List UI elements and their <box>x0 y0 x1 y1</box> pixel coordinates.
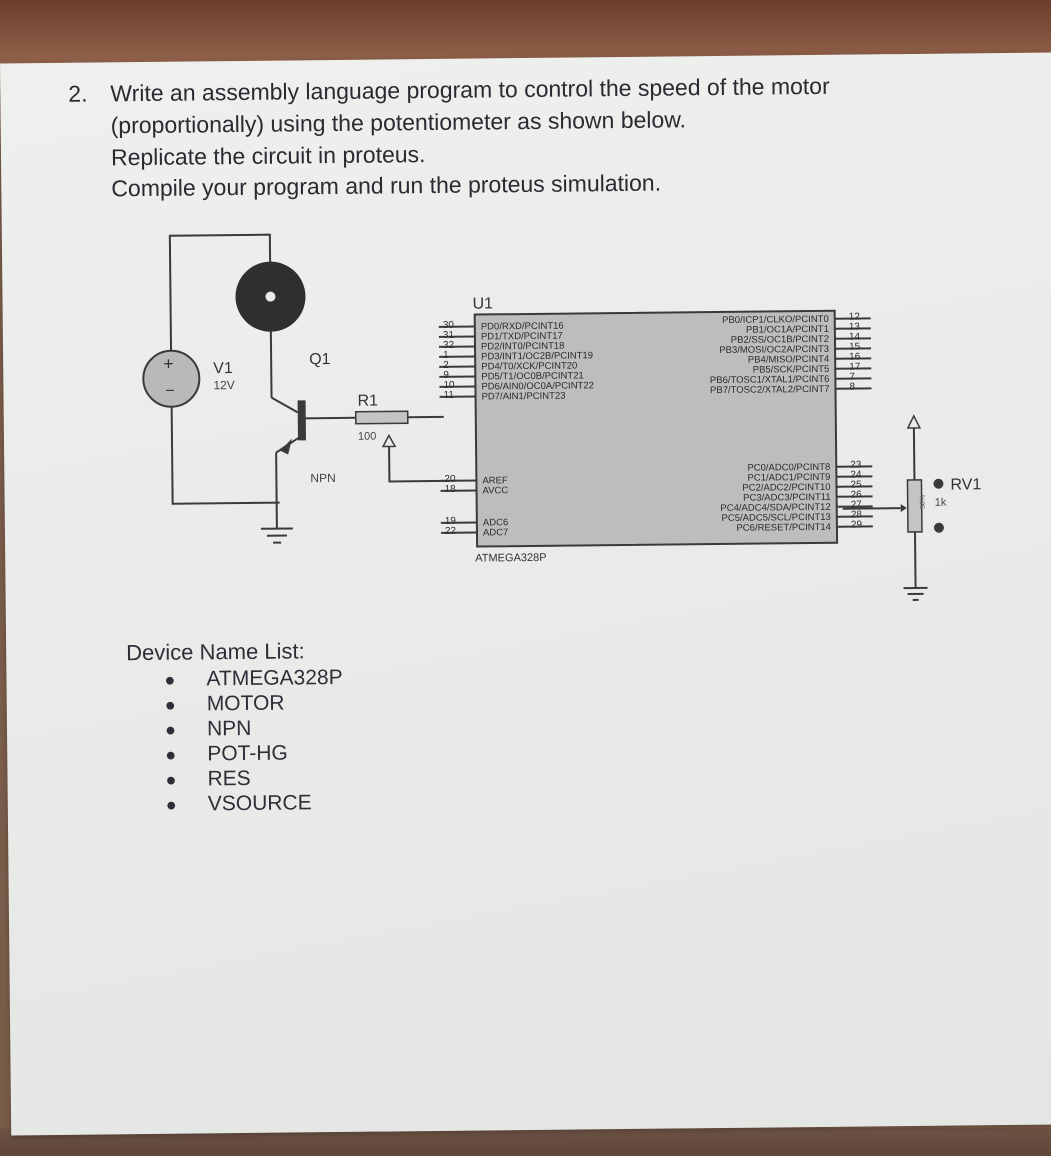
paper-sheet: 2. Write an assembly language program to… <box>0 52 1051 1136</box>
pin-number: 10 <box>443 380 455 391</box>
list-item: ●NPN <box>164 716 252 741</box>
pin-label: PB4/MISO/PCINT4 <box>748 354 829 366</box>
pin-label: PC0/ADC0/PCINT8 <box>747 462 830 474</box>
npn-transistor-q1: Q1 NPN <box>280 351 336 485</box>
ground-icon-pot <box>903 586 928 601</box>
pin-label: PB3/MOSI/OC2A/PCINT3 <box>719 344 829 356</box>
pin-label: PB6/TOSC1/XTAL1/PCINT6 <box>710 374 830 386</box>
pin-number: 29 <box>851 519 863 530</box>
pin-label: PC4/ADC4/SDA/PCINT12 <box>720 502 830 514</box>
ground-icon <box>260 527 293 544</box>
source-ref: V1 <box>213 360 233 377</box>
pin-number: 20 <box>444 474 456 485</box>
source-value: 12V <box>213 378 235 392</box>
pin-label: PC3/ADC3/PCINT11 <box>743 492 831 504</box>
pin-label: PC2/ADC2/PCINT10 <box>742 482 830 494</box>
device-list-title: Device Name List: <box>126 638 305 666</box>
pin-label: PD3/INT1/OC2B/PCINT19 <box>481 350 593 362</box>
pin-label: PD5/T1/OC0B/PCINT21 <box>481 370 584 382</box>
mcu-ref: U1 <box>472 295 493 312</box>
transistor-type: NPN <box>310 471 335 485</box>
pin-label: PB1/OC1A/PCINT1 <box>746 324 829 336</box>
pin-label: PB0/ICP1/CLKO/PCINT0 <box>722 314 829 326</box>
pin-label: PB2/SS/OC1B/PCINT2 <box>731 334 829 346</box>
pin-number: 32 <box>443 340 455 351</box>
resistor-value: 100 <box>358 431 376 443</box>
pin-label: PC5/ADC5/SCL/PCINT13 <box>721 512 830 524</box>
pin-label: PD1/TXD/PCINT17 <box>481 331 563 343</box>
source-minus: − <box>165 383 175 400</box>
pin-label: ADC6 <box>483 517 508 528</box>
list-item: ●ATMEGA328P <box>164 665 343 691</box>
pin-number: 16 <box>849 352 861 363</box>
pin-label: PB5/SCK/PCINT5 <box>753 364 830 376</box>
pin-number: 9 <box>443 370 449 381</box>
pin-number: 25 <box>850 479 862 490</box>
pin-number: 11 <box>443 390 454 401</box>
pin-label: PD6/AIN0/OC0A/PCINT22 <box>481 380 594 392</box>
pin-label: PC6/RESET/PCINT14 <box>736 522 831 534</box>
pin-number: 19 <box>445 516 457 527</box>
pin-number: 24 <box>850 469 862 480</box>
pin-number: 15 <box>849 342 861 353</box>
pin-number: 7 <box>849 372 855 383</box>
pin-label: PD2/INT0/PCINT18 <box>481 341 565 353</box>
pin-number: 28 <box>851 509 863 520</box>
pin-number: 30 <box>443 320 455 331</box>
resistor-r1: R1 100 <box>354 393 409 448</box>
pin-number: 22 <box>445 526 457 537</box>
voltage-source-v1: + − V1 12V <box>142 313 235 444</box>
motor-icon <box>235 261 306 332</box>
list-item: ●VSOURCE <box>165 791 312 816</box>
pin-number: 26 <box>851 489 863 500</box>
pin-label: AREF <box>482 475 508 486</box>
pin-number: 2 <box>443 360 449 371</box>
source-plus: + <box>163 354 174 374</box>
pin-number: 1 <box>443 350 449 361</box>
transistor-ref: Q1 <box>309 351 331 368</box>
pin-label: AVCC <box>482 485 508 496</box>
pin-label: PD7/AIN1/PCINT23 <box>481 391 565 403</box>
pin-label: PB7/TOSC2/XTAL2/PCINT7 <box>710 384 830 396</box>
pin-number: 23 <box>850 460 862 471</box>
pin-number: 17 <box>849 362 861 373</box>
pin-label: PC1/ADC1/PCINT9 <box>747 472 830 484</box>
mcu-part: ATMEGA328P <box>475 552 546 565</box>
pin-number: 18 <box>444 484 456 495</box>
pot-value: 1k <box>935 497 947 509</box>
potentiometer-rv1: 58% RV1 1k <box>900 414 982 533</box>
pin-number: 12 <box>849 312 861 323</box>
pin-number: 31 <box>443 330 455 341</box>
circuit-schematic: + − V1 12V Q1 NPN R1 100 <box>142 233 982 601</box>
pot-body-label: 58% <box>920 495 927 509</box>
pin-number: 13 <box>849 322 861 333</box>
list-item: ●MOTOR <box>164 691 285 716</box>
pin-number: 27 <box>851 499 863 510</box>
pin-number: 8 <box>849 382 855 393</box>
pin-label: PD4/T0/XCK/PCINT20 <box>481 360 577 372</box>
pot-ref: RV1 <box>950 476 981 493</box>
pin-label: PD0/RXD/PCINT16 <box>481 321 564 333</box>
resistor-ref: R1 <box>357 393 378 410</box>
list-item: ●POT-HG <box>165 741 288 766</box>
pin-number: 14 <box>849 332 861 343</box>
pin-label: ADC7 <box>483 527 508 538</box>
list-item: ●RES <box>165 766 251 791</box>
